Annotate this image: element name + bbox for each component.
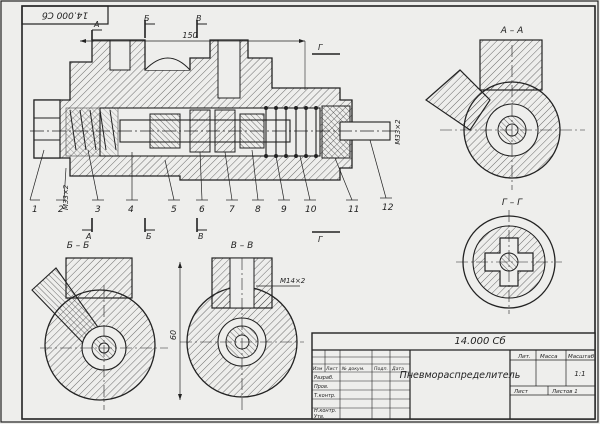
header-masshtab: Масштаб — [568, 354, 595, 360]
section-mark-a-bottom: А — [85, 232, 91, 241]
position-10: 10 — [305, 205, 317, 215]
section-marks-bottom: А Б В Г — [82, 218, 340, 244]
section-view-gg: Г – Г — [456, 198, 562, 314]
section-mark-a-top: А — [93, 20, 99, 29]
scale-value: 1:1 — [574, 370, 585, 378]
thread-section-label: M14×2 — [280, 277, 306, 285]
drawing-frame — [21, 5, 596, 420]
section-title-bb: Б – Б — [67, 241, 90, 251]
section-mark-g-top: Г — [318, 43, 323, 52]
col-header-doc: № докум. — [341, 366, 365, 372]
col-header-list: Лист — [325, 366, 338, 372]
position-11: 11 — [348, 205, 359, 215]
position-2: 2 — [58, 205, 64, 215]
section-title-vv: В – В — [231, 241, 254, 251]
section-title-aa: А – А — [500, 26, 524, 36]
col-header-izm: Изм — [313, 366, 323, 372]
corner-drawing-number: 14.000 Сб — [41, 10, 88, 20]
titleblock-drawing-number: 14.000 Сб — [454, 335, 505, 347]
position-12: 12 — [382, 203, 394, 213]
section-mark-v-bottom: В — [198, 232, 204, 241]
row-prov: Пров. — [314, 384, 329, 390]
section-marks-top: А Б В Г — [91, 14, 340, 55]
row-nkontr: Н.контр. — [314, 408, 336, 414]
position-5: 5 — [171, 205, 177, 215]
thread-inlet-label: M33×2 — [62, 184, 70, 210]
position-4: 4 — [128, 205, 134, 215]
section-view-vv: В – В 60 M14×2 — [169, 241, 306, 410]
section-view-aa: А – А — [425, 26, 585, 190]
row-razrab: Разраб. — [314, 375, 334, 381]
position-8: 8 — [255, 205, 261, 215]
thread-right-label: M33×2 — [394, 119, 402, 145]
titleblock-title: Пневмораспределитель — [400, 370, 521, 381]
dimension-height-value: 60 — [169, 330, 178, 340]
corner-stamp: 14.000 Сб — [21, 5, 109, 25]
section-mark-b-top: Б — [144, 14, 150, 23]
dimension-length: 150 — [80, 31, 306, 90]
sheets-label: Листов 1 — [551, 389, 578, 395]
position-6: 6 — [199, 205, 205, 215]
section-mark-g-bottom: Г — [318, 235, 323, 244]
row-utv: Утв. — [314, 414, 325, 420]
col-header-date: Дата — [391, 366, 404, 372]
sheet-label: Лист — [513, 389, 529, 395]
section-mark-v-top: В — [196, 14, 202, 23]
section-title-gg: Г – Г — [502, 198, 523, 208]
main-section-view — [30, 39, 398, 181]
section-mark-b-bottom: Б — [146, 232, 152, 241]
header-lit: Лит. — [517, 354, 531, 360]
title-block: 14.000 Сб Пневмораспределитель Изм Лист … — [311, 332, 596, 420]
position-3: 3 — [95, 205, 101, 215]
section-view-bb: Б – Б — [31, 241, 168, 410]
position-1: 1 — [32, 205, 38, 215]
row-tkontr: Т.контр. — [314, 393, 336, 399]
position-7: 7 — [229, 205, 235, 215]
position-leaders — [29, 139, 392, 201]
header-massa: Масса — [540, 354, 558, 360]
position-numbers: 1 2 3 4 5 6 7 8 9 10 11 12 — [32, 203, 394, 215]
dimension-length-value: 150 — [182, 31, 197, 40]
col-header-sign: Подп. — [374, 366, 388, 372]
position-9: 9 — [281, 205, 287, 215]
